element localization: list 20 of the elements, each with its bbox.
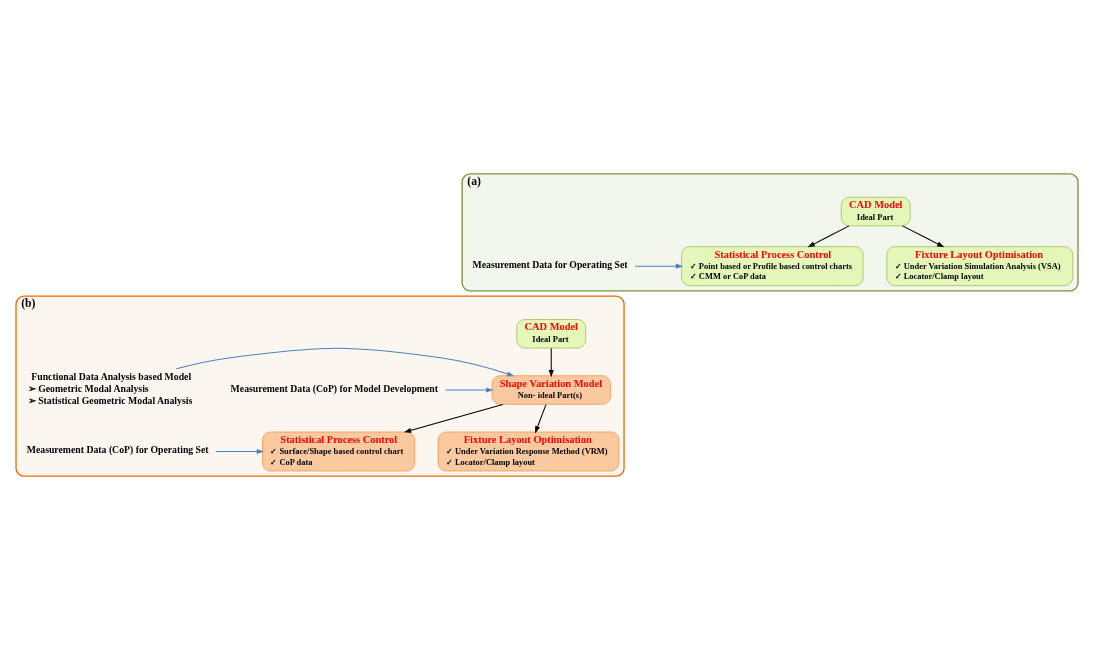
- node-text: Measurement Data for Operating Set: [472, 258, 628, 270]
- node-box: Fixture Layout Optimisation ✓ Under Variation Simulation Analysis (VSA) ✓ Locator/Clamp layout: [886, 245, 1074, 286]
- node-text: Functional Data Analysis based Model ➢ Geometric Modal Analysis ➢ Statistical Geometric Modal Analysis: [27, 370, 193, 406]
- arrow: [403, 403, 504, 433]
- arrow: [175, 347, 515, 376]
- node-text: Measurement Data (CoP) for Model Development: [230, 382, 438, 394]
- node-box: Statistical Process Control ✓ Surface/Shape based control chart ✓ CoP data: [262, 431, 416, 471]
- node-box: CAD Model Ideal Part: [840, 196, 911, 226]
- arrow: [535, 403, 547, 433]
- node-text: Measurement Data (CoP) for Operating Set: [26, 443, 209, 455]
- node-box: Shape Variation Model Non- ideal Part(s): [491, 374, 611, 405]
- arrow: [215, 448, 265, 454]
- arrow: [807, 224, 850, 247]
- arrow: [548, 347, 554, 377]
- arrow: [634, 263, 684, 269]
- arrow: [444, 386, 494, 393]
- node-box: CAD Model Ideal Part: [516, 318, 587, 348]
- arrow: [902, 224, 945, 247]
- node-box: Fixture Layout Optimisation ✓ Under Variation Response Method (VRM) ✓ Locator/Clamp layout: [437, 431, 620, 471]
- node-box: Statistical Process Control ✓ Point based or Profile based control charts ✓ CMM or CoP data: [681, 245, 864, 286]
